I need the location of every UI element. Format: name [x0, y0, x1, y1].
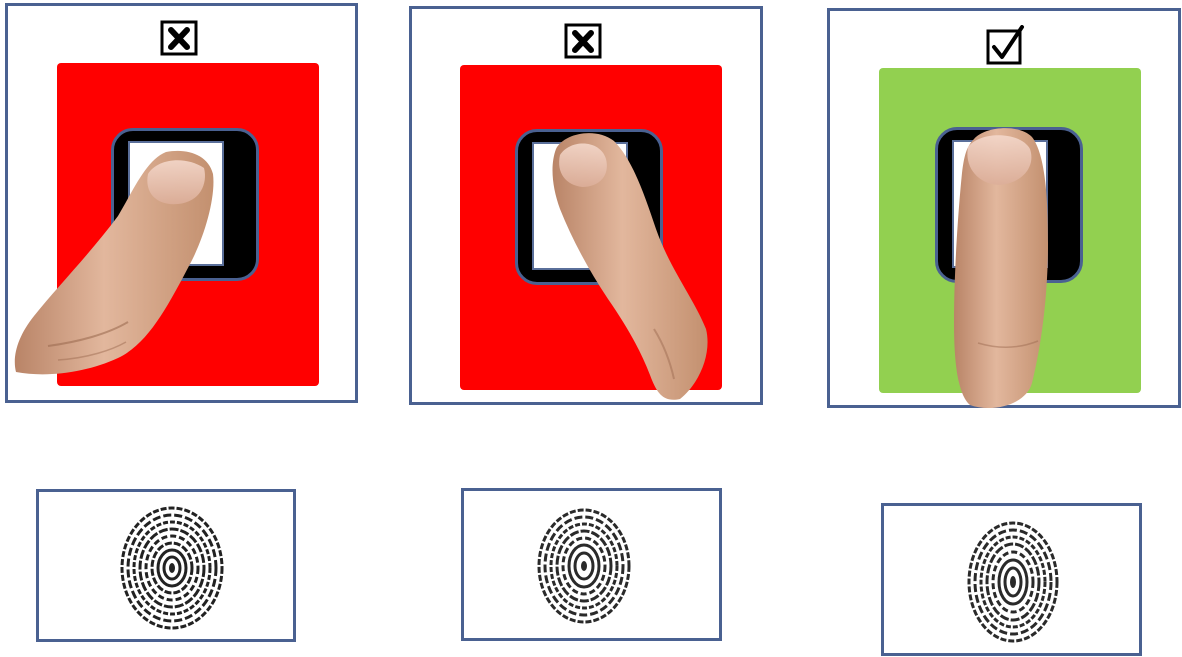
- fingerprint-icon: [537, 508, 631, 624]
- finger-icon: [552, 133, 708, 400]
- fingerprint-result-3: [881, 503, 1142, 656]
- capture-panel-3: [827, 8, 1181, 409]
- check-box-icon: [986, 25, 1024, 65]
- finger-icon: [954, 128, 1048, 409]
- capture-panel-2: [409, 6, 763, 405]
- x-box-icon: [160, 20, 198, 56]
- fingerprint-result-1: [36, 489, 296, 642]
- fingerprint-result-2: [461, 488, 722, 641]
- x-box-icon: [564, 23, 602, 59]
- capture-panel-1: [5, 3, 358, 403]
- fingerprint-icon: [120, 506, 224, 630]
- fingerprint-icon: [967, 521, 1059, 643]
- finger-icon: [14, 150, 214, 375]
